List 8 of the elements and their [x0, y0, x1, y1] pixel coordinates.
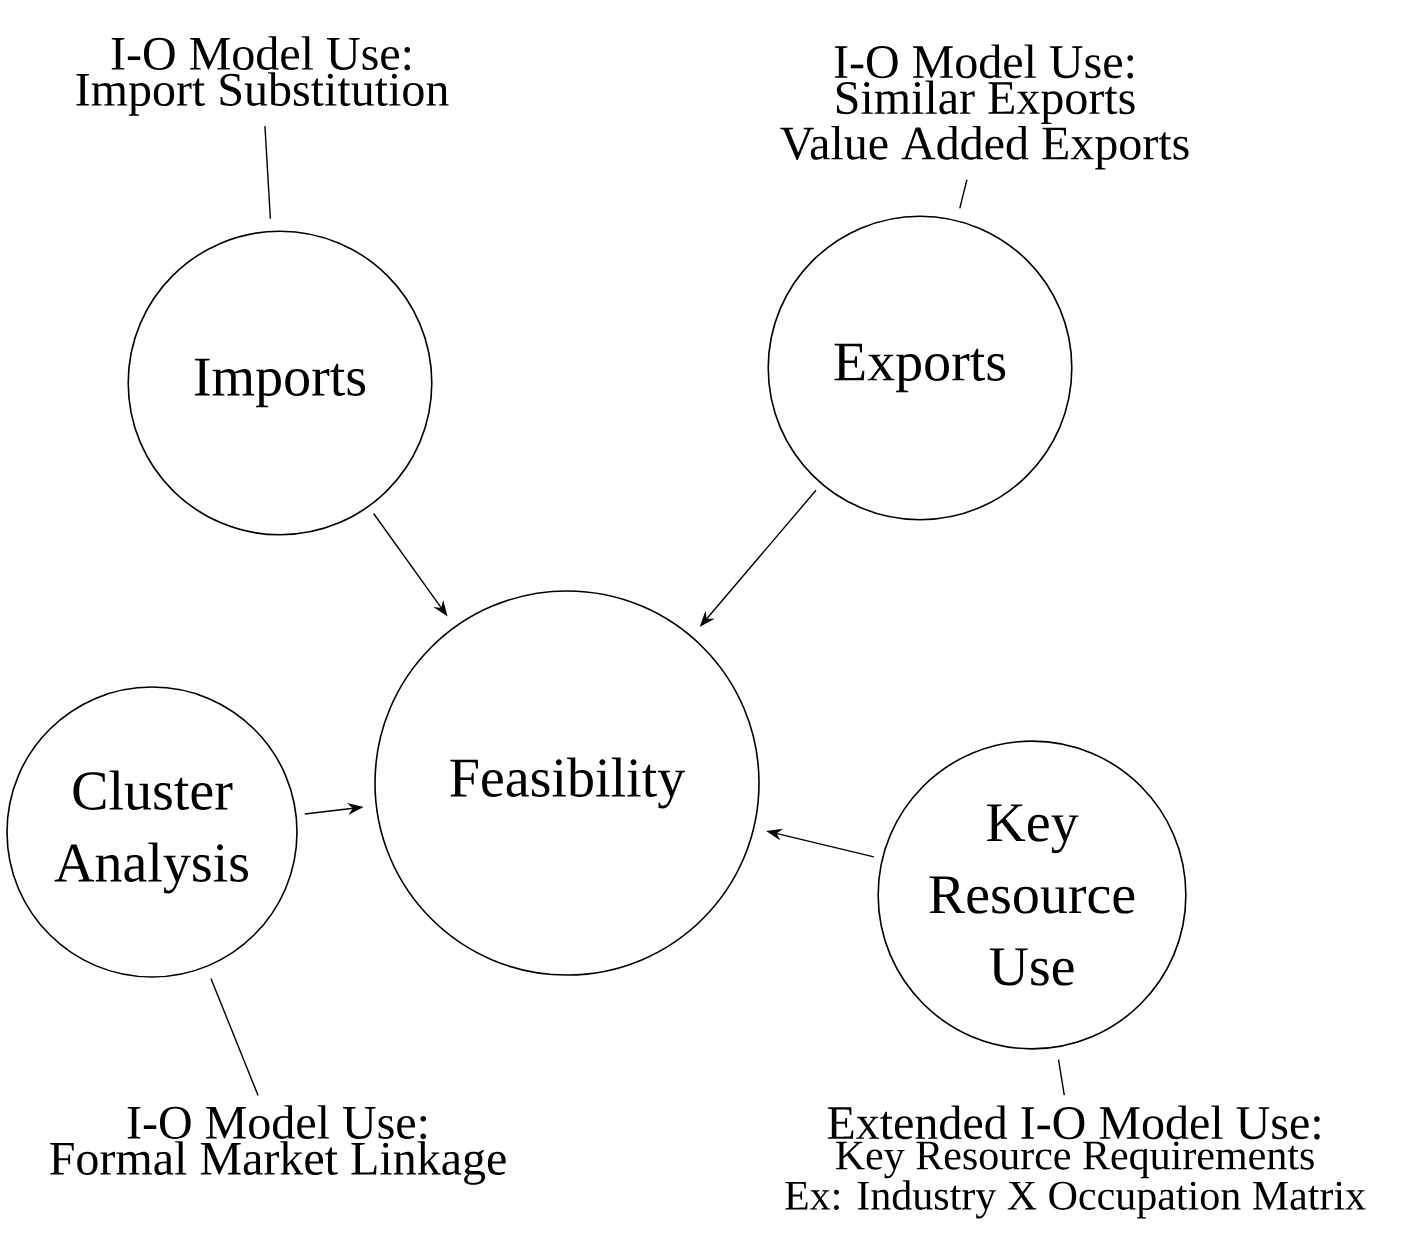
annotation-text: I-O Model Use: Similar Exports Value Added Exports	[780, 44, 1189, 170]
annotation-text: Extended I-O Model Use: Key Resource Requirements Ex: Industry X Occupation Matrix	[785, 1105, 1366, 1219]
annotation-text: I-O Model Use: Import Substitution	[76, 36, 449, 116]
annotation-text: I-O Model Use: Formal Market Linkage	[50, 1105, 506, 1185]
leader-line	[210, 977, 259, 1097]
leader-line	[959, 179, 968, 209]
leader-line	[1057, 1058, 1065, 1096]
leader-line	[264, 125, 272, 220]
